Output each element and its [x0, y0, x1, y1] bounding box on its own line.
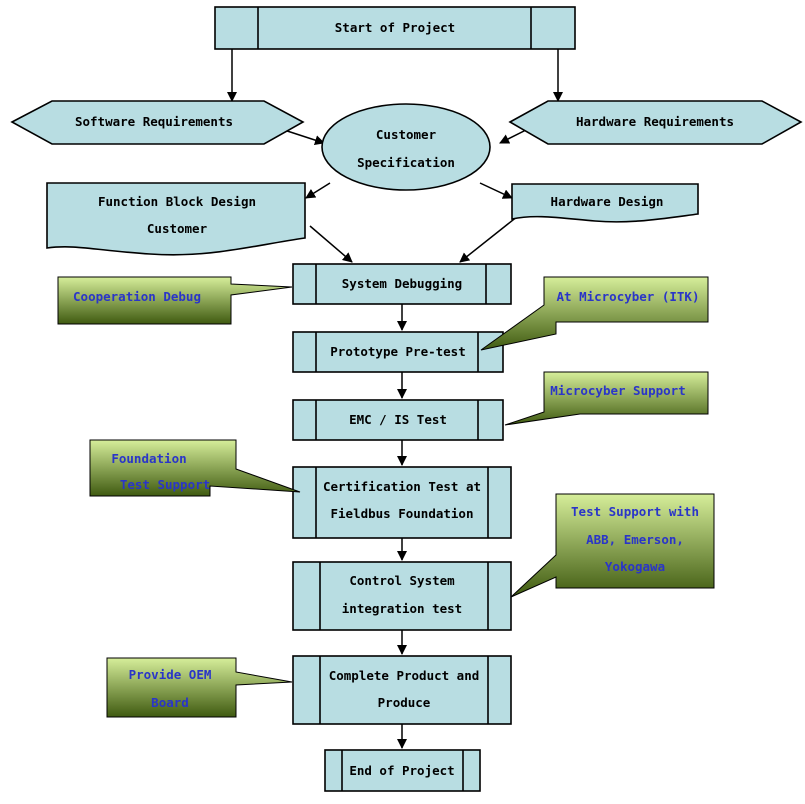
callout-microcyber-support: Microcyber Support — [504, 371, 709, 426]
complete-product-box: Complete Product and Produce — [292, 655, 512, 725]
provide-oem-line-1: Provide OEM — [129, 667, 212, 682]
customer-spec-line-2: Specification — [357, 155, 455, 170]
start-of-project-box: Start of Project — [214, 6, 576, 50]
certification-test-box: Certification Test at Fieldbus Foundatio… — [292, 466, 512, 539]
foundation-line-2: Test Support — [120, 477, 210, 492]
hardware-requirements-hexagon: Hardware Requirements — [508, 100, 803, 145]
callout-at-microcyber: At Microcyber (ITK) — [480, 276, 709, 351]
function-block-line-1: Function Block Design — [98, 194, 256, 209]
emc-is-test-label: EMC / IS Test — [349, 412, 447, 427]
foundation-line-1: Foundation — [111, 451, 186, 466]
system-debugging-label: System Debugging — [342, 276, 462, 291]
callout-provide-oem: Provide OEM Board — [106, 657, 293, 718]
test-support-line-3: Yokogawa — [605, 559, 665, 574]
function-block-design-document: Function Block Design Customer — [46, 182, 306, 256]
callout-foundation-support: Foundation Test Support — [89, 439, 301, 497]
callout-test-support-vendors: Test Support with ABB, Emerson, Yokogawa — [510, 493, 715, 598]
callout-cooperation-debug: Cooperation Debug — [57, 276, 293, 325]
at-microcyber-label: At Microcyber (ITK) — [557, 289, 700, 304]
software-requirements-label: Software Requirements — [75, 114, 233, 129]
customer-specification-ellipse: Customer Specification — [321, 103, 491, 191]
emc-is-test-box: EMC / IS Test — [292, 399, 504, 441]
cooperation-debug-label: Cooperation Debug — [73, 289, 201, 304]
hardware-requirements-label: Hardware Requirements — [576, 114, 734, 129]
complete-product-line-2: Produce — [378, 695, 431, 710]
hardware-design-label: Hardware Design — [551, 194, 664, 209]
microcyber-support-label: Microcyber Support — [550, 383, 685, 398]
control-system-line-2: integration test — [342, 601, 462, 616]
customer-spec-line-1: Customer — [376, 127, 437, 142]
control-system-test-box: Control System integration test — [292, 561, 512, 631]
function-block-line-2: Customer — [147, 221, 208, 236]
end-of-project-box: End of Project — [324, 749, 481, 792]
start-label: Start of Project — [335, 20, 455, 35]
test-support-line-2: ABB, Emerson, — [586, 532, 684, 547]
end-label: End of Project — [349, 763, 454, 778]
prototype-pretest-box: Prototype Pre-test — [292, 331, 504, 373]
provide-oem-line-2: Board — [151, 695, 189, 710]
certification-line-1: Certification Test at — [323, 479, 481, 494]
complete-product-line-1: Complete Product and — [329, 668, 480, 683]
system-debugging-box: System Debugging — [292, 263, 512, 305]
hardware-design-document: Hardware Design — [511, 183, 699, 223]
software-requirements-hexagon: Software Requirements — [10, 100, 305, 145]
prototype-pretest-label: Prototype Pre-test — [330, 344, 465, 359]
test-support-line-1: Test Support with — [571, 504, 699, 519]
control-system-line-1: Control System — [349, 573, 455, 588]
certification-line-2: Fieldbus Foundation — [331, 506, 474, 521]
